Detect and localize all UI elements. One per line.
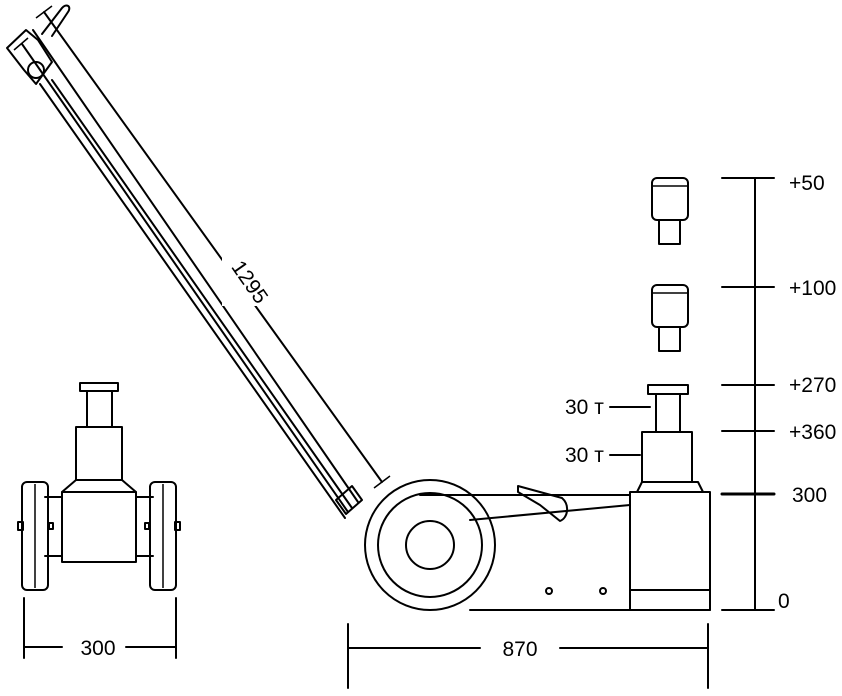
front-wheel-right (149, 481, 177, 591)
front-view (17, 382, 181, 659)
extension-50 (651, 177, 689, 221)
handle (6, 4, 391, 519)
handle-grip (6, 29, 53, 85)
front-wheel-left (21, 481, 49, 591)
extension-100 (651, 284, 689, 328)
capacity-label-upper: 30 т (565, 396, 604, 419)
side-length-dimension: 870 (502, 638, 537, 661)
level-label-plus270: +270 (789, 374, 836, 397)
cylinder-body (629, 491, 711, 611)
ram-stage-one (655, 393, 681, 433)
level-label-zero: 0 (778, 590, 790, 613)
side-view (347, 177, 776, 689)
level-label-300: 300 (792, 484, 827, 507)
side-wheel (364, 479, 496, 611)
front-saddle-cap (79, 382, 119, 392)
ram-stage-two (641, 431, 693, 483)
front-body (61, 491, 137, 563)
level-label-plus100: +100 (789, 277, 836, 300)
foot-pedal (517, 485, 568, 522)
front-ram-lower (75, 426, 123, 481)
front-ram-upper (86, 390, 113, 428)
level-label-plus360: +360 (789, 421, 836, 444)
handle-pivot-pin (27, 61, 45, 79)
wheel-hub (405, 520, 455, 570)
capacity-label-lower: 30 т (565, 444, 604, 467)
level-label-plus50: +50 (789, 172, 825, 195)
front-width-dimension: 300 (80, 637, 115, 660)
cylinder-flange (636, 481, 704, 493)
front-ram-flange (61, 479, 137, 493)
saddle-cap (647, 384, 689, 395)
